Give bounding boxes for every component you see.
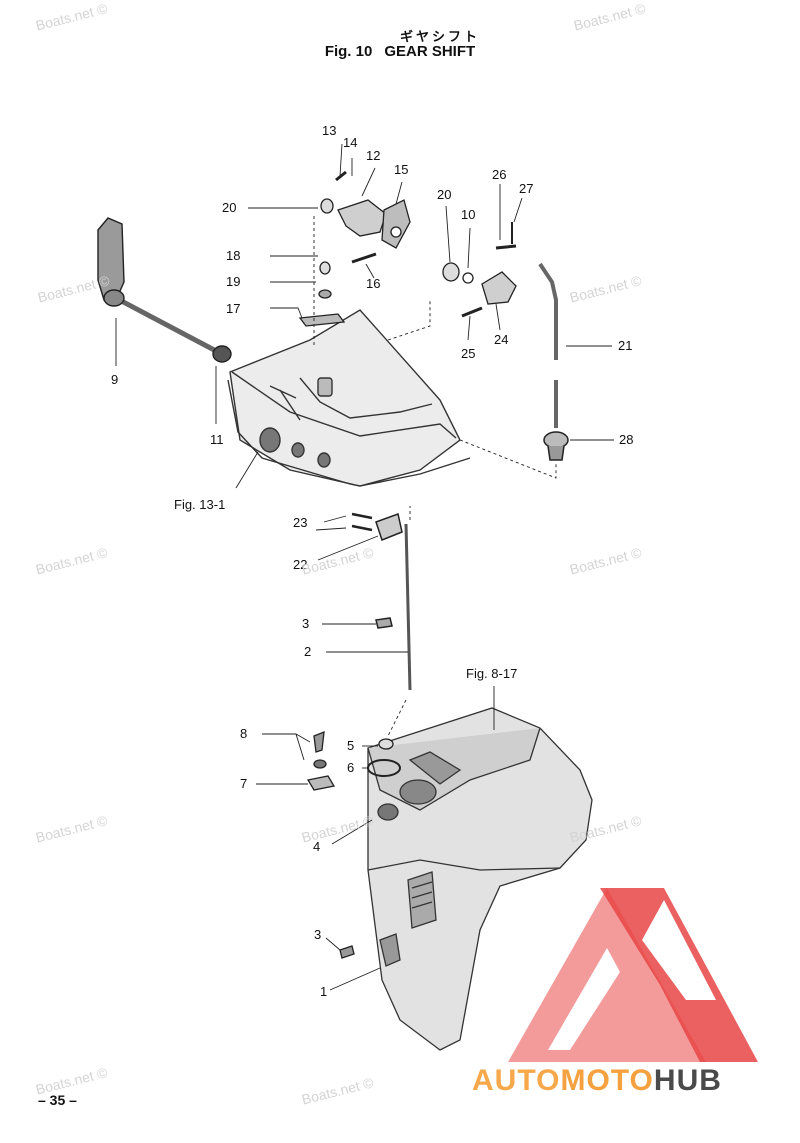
figure-number: Fig. 10 [324,43,373,60]
callout-27: 27 [519,181,534,196]
brand-logo-icon [508,888,758,1062]
title-japanese: ギヤシフト [399,30,480,45]
callout-12: 12 [366,148,381,163]
page-number: – 35 – [38,1092,77,1108]
figure-title-text: GEAR SHIFT [384,43,476,60]
callout-1: 1 [320,984,328,999]
shift-rod-lower [351,512,412,691]
brand-part-auto: AUTO [472,1064,561,1097]
callout-19: 19 [226,274,241,289]
callout-7: 7 [240,776,248,791]
callout-3-upper: 3 [302,616,310,631]
callout-5: 5 [347,738,355,753]
callout-14: 14 [343,135,358,150]
callout-21: 21 [618,338,633,353]
callout-28: 28 [619,432,634,447]
callout-9: 9 [111,372,119,387]
lower-casing [367,707,593,1051]
callout-4: 4 [313,839,321,854]
callout-3-lower: 3 [314,927,322,942]
callout-13: 13 [322,123,337,138]
callout-20-right: 20 [437,187,452,202]
figure-reference-13-1: Fig. 13-1 [174,497,226,512]
callout-6: 6 [347,760,355,775]
callout-10: 10 [461,207,476,222]
brand-wordmark: AUTOMOTOHUB [472,1064,722,1098]
brand-part-moto: MOTO [560,1064,654,1097]
leader-lines [115,143,614,991]
callout-23: 23 [293,515,308,530]
callout-25: 25 [461,346,476,361]
callout-22: 22 [293,557,308,572]
callout-8: 8 [240,726,248,741]
callout-18: 18 [226,248,241,263]
bottom-cowling [227,309,471,487]
lower-small-parts [306,730,401,959]
shift-cam-assembly [298,170,517,327]
callout-15: 15 [394,162,409,177]
figure-reference-8-17: Fig. 8-17 [466,666,518,681]
callout-16: 16 [366,276,381,291]
callout-2: 2 [304,644,312,659]
callout-26: 26 [492,167,507,182]
callout-24: 24 [494,332,509,347]
figure-title: Fig. 10 GEAR SHIFT [0,43,800,60]
brand-part-hub: HUB [653,1064,722,1097]
callout-20-left: 20 [222,200,237,215]
shift-rod-upper [538,262,569,461]
callout-17: 17 [226,301,241,316]
callout-11: 11 [210,432,224,447]
shift-lever [97,217,232,363]
